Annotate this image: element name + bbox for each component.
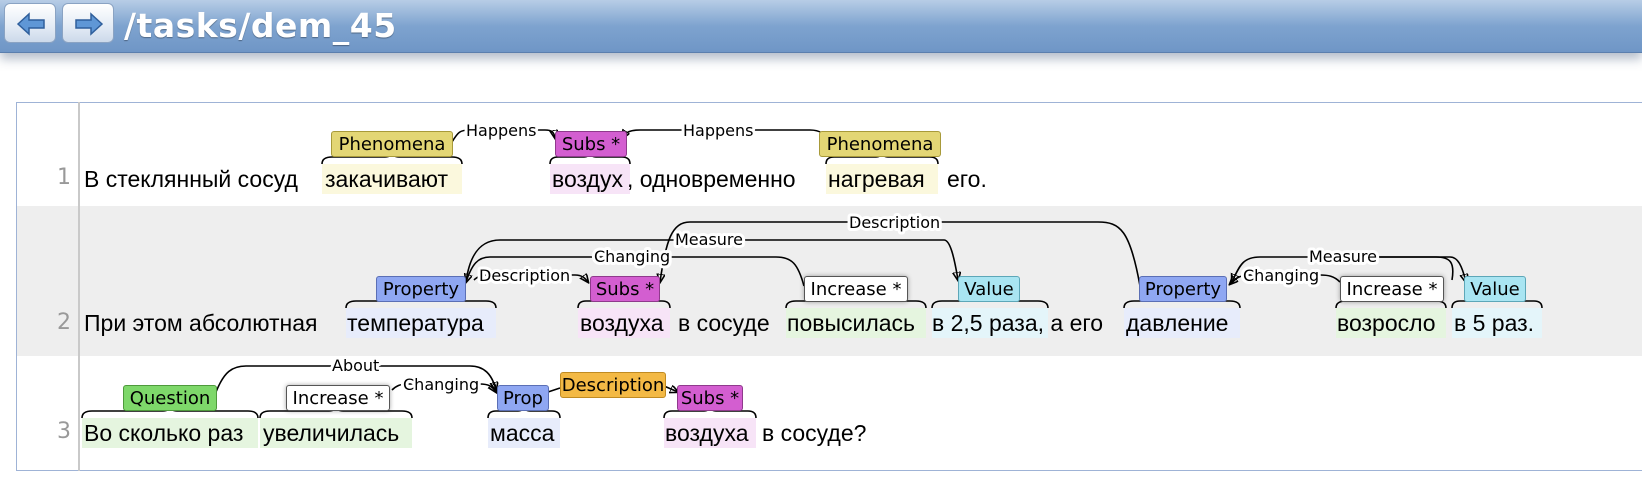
entity-label-prop[interactable]: Prop [497,385,549,411]
entity-label-question[interactable]: Question [123,385,217,411]
annotated-token[interactable]: закачивают [325,166,449,192]
annotated-token[interactable]: повысилась [787,310,916,336]
annotated-token[interactable]: в 5 раз. [1454,310,1535,336]
line-number-1: 1 [57,165,71,190]
span-highlight [82,418,258,448]
entity-label-value[interactable]: Value [1464,276,1526,302]
sentence-text: При этом абсолютная [84,310,318,336]
entity-label-phenomena[interactable]: Phenomena [331,131,453,157]
entity-label-increase[interactable]: Increase * [804,276,908,302]
document-path: /tasks/dem_45 [124,6,397,45]
span-highlight [826,164,938,194]
span-highlight [1452,308,1542,338]
annotated-token[interactable]: давление [1126,310,1229,336]
span-highlight [786,308,926,338]
span-highlight [346,308,496,338]
annotated-token[interactable]: воздуха [665,420,749,446]
span-highlight [1336,308,1446,338]
annotated-token[interactable]: воздуха [580,310,664,336]
annotated-token[interactable]: Во сколько раз [84,420,244,446]
line-number-2: 2 [57,310,71,335]
sentence-text: в сосуде [678,310,770,336]
entity-label-subs[interactable]: Subs * [677,385,743,411]
annotated-token[interactable]: нагревая [828,166,925,192]
forward-button[interactable] [62,3,114,43]
span-highlight [488,418,560,448]
line-number-3: 3 [57,419,71,444]
sentence-text: , одновременно [627,166,796,192]
annotated-token[interactable]: увеличилась [263,420,400,446]
annotated-token[interactable]: возросло [1337,310,1436,336]
entity-label-value[interactable]: Value [958,276,1020,302]
sentence-text: его. [947,166,987,192]
entity-label-subs[interactable]: Subs * [555,131,627,157]
toolbar: /tasks/dem_45 [0,0,1642,53]
annotated-token[interactable]: масса [490,420,555,446]
entity-label-description[interactable]: Description [560,372,666,398]
right-arrow-icon [75,12,104,36]
annotated-token[interactable]: в 2,5 раза, а его [932,310,1104,336]
entity-label-property[interactable]: Property [376,276,466,302]
span-highlight [664,418,756,448]
entity-label-increase[interactable]: Increase * [286,385,390,411]
span-highlight [1124,308,1240,338]
entity-label-phenomena[interactable]: Phenomena [819,131,941,157]
annotated-token[interactable]: температура [347,310,484,336]
sentence-text: в сосуде? [762,420,867,446]
annotated-token[interactable]: воздух [552,166,623,192]
span-highlight [578,308,670,338]
left-arrow-icon [16,12,45,36]
span-highlight [322,164,462,194]
sentence-text: В стеклянный сосуд [84,166,298,192]
span-highlight [260,418,412,448]
span-highlight [550,164,630,194]
back-button[interactable] [4,3,56,43]
entity-label-subs[interactable]: Subs * [590,276,660,302]
entity-label-property[interactable]: Property [1139,276,1227,302]
span-highlight [932,308,1048,338]
entity-label-increase[interactable]: Increase * [1340,276,1444,302]
line-number-gutter [78,102,80,471]
